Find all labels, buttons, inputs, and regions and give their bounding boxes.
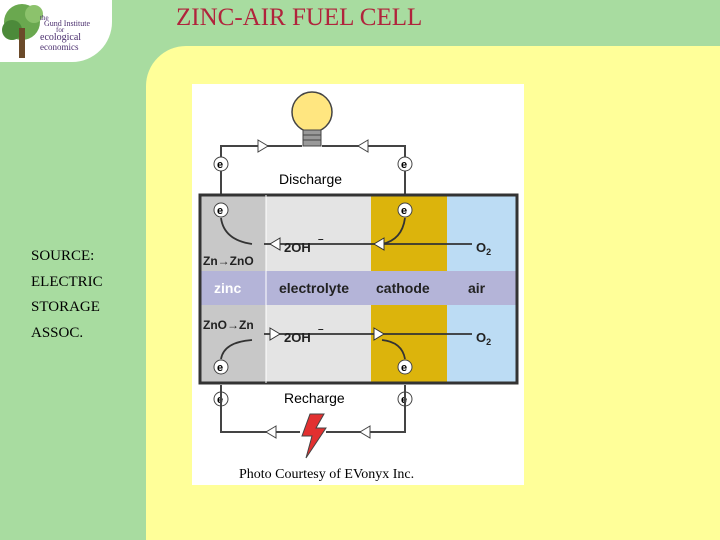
page-title: ZINC-AIR FUEL CELL bbox=[176, 4, 423, 31]
photo-credit: Photo Courtesy of EVonyx Inc. bbox=[239, 467, 414, 482]
tree-icon bbox=[2, 4, 43, 58]
svg-text:–: – bbox=[318, 234, 324, 245]
electron-icon: e bbox=[397, 202, 413, 218]
svg-text:e: e bbox=[217, 205, 223, 217]
cell-outline bbox=[198, 193, 519, 385]
zn-to-zno-label: Zn→ZnO bbox=[203, 254, 254, 268]
source-line: ELECTRIC bbox=[31, 273, 103, 290]
svg-text:e: e bbox=[401, 205, 407, 217]
discharge-flows bbox=[220, 217, 472, 245]
electrolyte-label: electrolyte bbox=[279, 280, 349, 296]
svg-text:e: e bbox=[217, 159, 223, 171]
logo-line-2: Gund Institute bbox=[44, 19, 90, 28]
discharge-circuit bbox=[220, 145, 406, 198]
recharge-flows bbox=[220, 333, 472, 360]
light-bulb-icon bbox=[291, 91, 333, 147]
hydroxide-label: 2OH bbox=[284, 330, 311, 345]
source-note: SOURCE: ELECTRIC STORAGE ASSOC. bbox=[31, 244, 103, 346]
air-label: air bbox=[468, 280, 486, 296]
logo-line-1: the bbox=[40, 14, 49, 22]
hydroxide-label: 2OH bbox=[284, 240, 311, 255]
svg-text:e: e bbox=[401, 159, 407, 171]
source-line: SOURCE: bbox=[31, 248, 95, 264]
institute-logo: the Gund Institute for ecological econom… bbox=[0, 0, 112, 62]
arrow-left-icon bbox=[257, 139, 269, 153]
zno-to-zn-label: ZnO→Zn bbox=[203, 318, 254, 332]
cathode-label: cathode bbox=[376, 280, 430, 296]
fuel-cell-svg: e e Discharge e e e e bbox=[198, 91, 519, 482]
o2-label: O2 bbox=[476, 240, 491, 257]
logo-line-3: for bbox=[56, 26, 65, 34]
arrow-left-icon bbox=[373, 237, 385, 251]
electron-icon: e bbox=[213, 156, 229, 172]
fuel-cell-diagram: e e Discharge e e e e bbox=[192, 84, 524, 485]
svg-text:e: e bbox=[217, 362, 223, 374]
electron-icon: e bbox=[213, 202, 229, 218]
label-band bbox=[200, 271, 517, 305]
logo-line-5: economics bbox=[40, 42, 79, 52]
recharge-label: Recharge bbox=[284, 390, 345, 406]
arrow-left-icon bbox=[269, 237, 281, 251]
svg-text:–: – bbox=[318, 324, 324, 335]
electron-icon: e bbox=[397, 359, 413, 375]
logo-line-4: ecological bbox=[40, 32, 82, 43]
arrow-left-icon bbox=[359, 425, 371, 439]
arrow-left-icon bbox=[357, 139, 369, 153]
electron-icon: e bbox=[397, 156, 413, 172]
lightning-bolt-icon bbox=[301, 413, 327, 459]
arrow-left-icon bbox=[265, 425, 277, 439]
zinc-label: zinc bbox=[214, 280, 241, 296]
source-line: ASSOC. bbox=[31, 324, 84, 341]
arrow-right-icon bbox=[269, 327, 281, 341]
svg-text:e: e bbox=[401, 362, 407, 374]
discharge-label: Discharge bbox=[279, 171, 342, 187]
arrow-right-icon bbox=[373, 327, 385, 341]
electron-icon: e bbox=[213, 359, 229, 375]
source-line: STORAGE bbox=[31, 299, 100, 315]
o2-label: O2 bbox=[476, 330, 491, 347]
